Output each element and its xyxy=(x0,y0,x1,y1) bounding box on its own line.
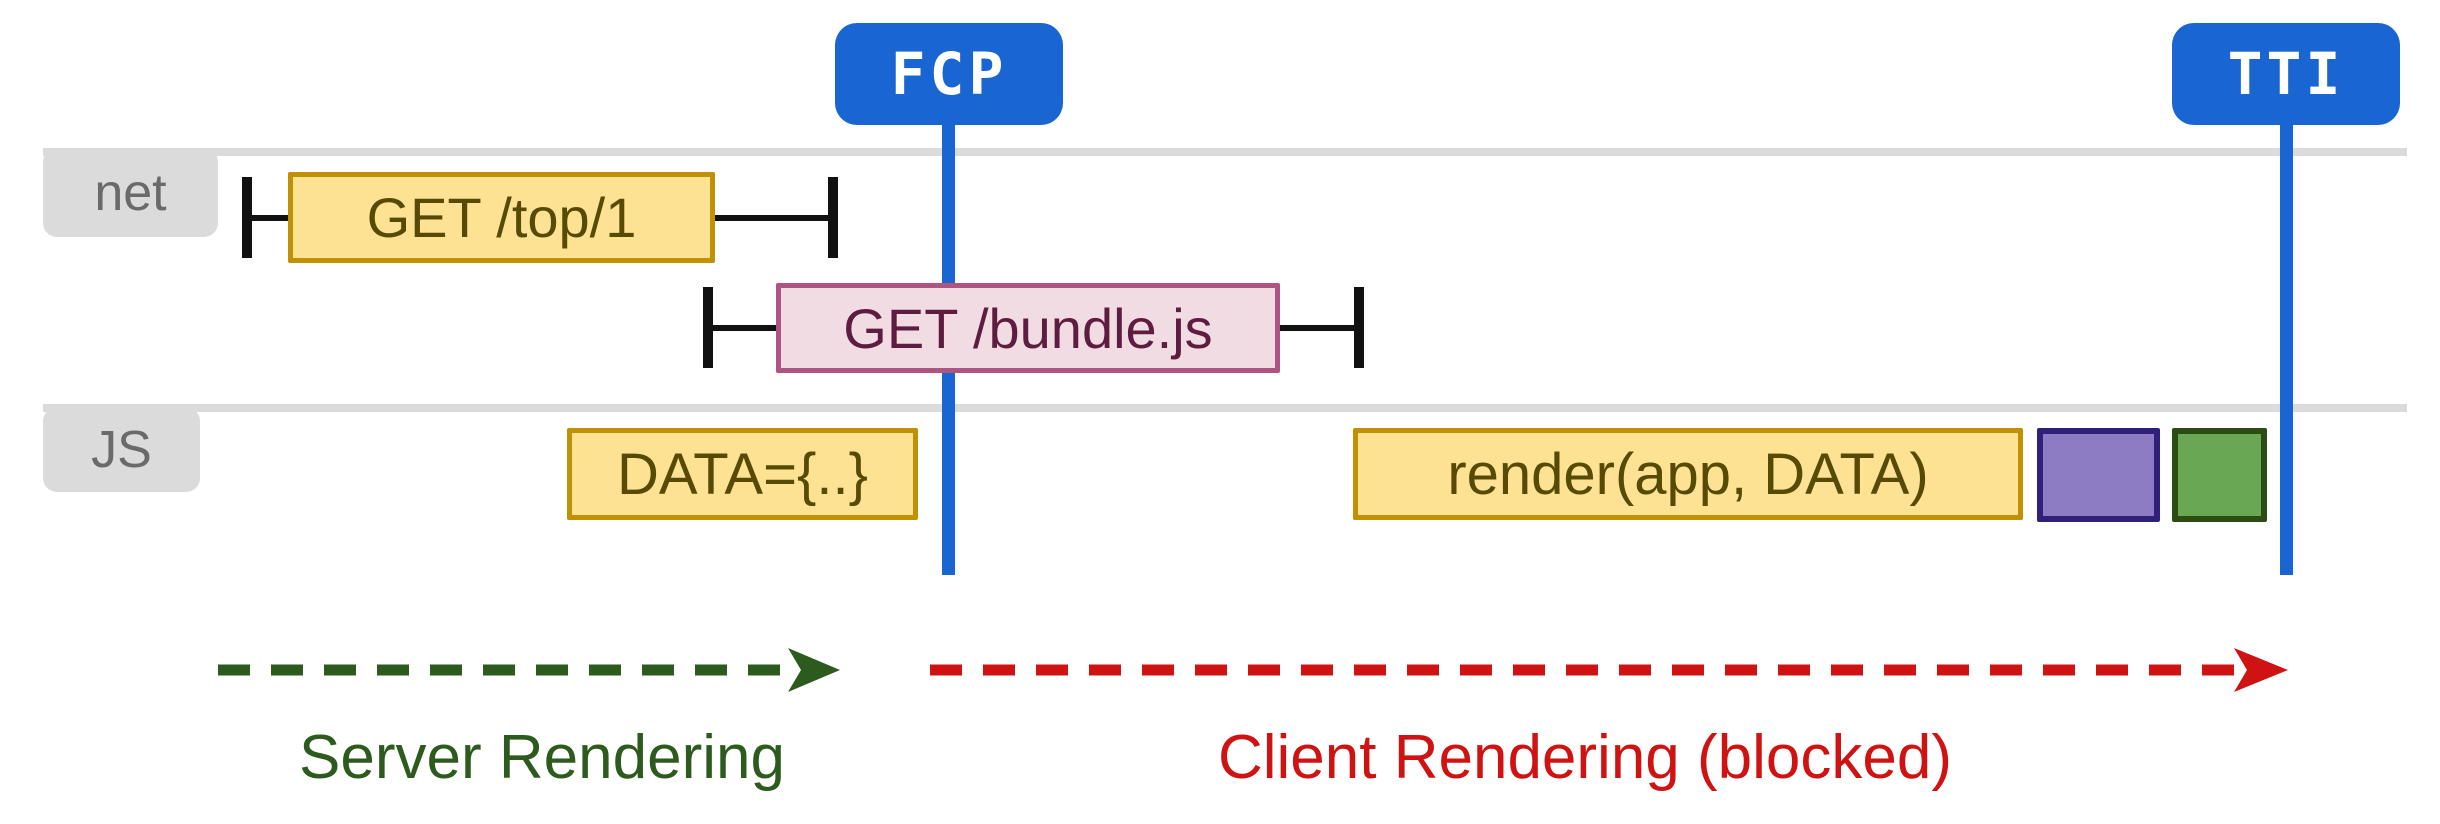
js-task-purple-box xyxy=(2037,428,2160,522)
network-request-top1-label: GET /top/1 xyxy=(366,186,637,249)
js-task-green-box xyxy=(2172,428,2267,522)
client-rendering-arrowhead-icon xyxy=(2234,648,2288,692)
network-request-bundle-label: GET /bundle.js xyxy=(843,296,1213,360)
tti-badge: TTI xyxy=(2172,23,2400,125)
bundle-request-start-whisker xyxy=(703,287,713,368)
js-task-data-label: DATA={..} xyxy=(617,441,868,507)
js-task-render-label: render(app, DATA) xyxy=(1447,441,1929,507)
top1-request-end-whisker xyxy=(828,177,838,258)
js-lane-rail xyxy=(43,404,2407,412)
top1-request-start-connector xyxy=(252,215,290,221)
net-lane-rail xyxy=(43,148,2407,156)
js-lane-text: JS xyxy=(91,420,152,479)
top1-request-start-whisker xyxy=(242,177,252,258)
lane-label-net: net xyxy=(43,148,218,237)
fcp-badge-label: FCP xyxy=(890,40,1008,108)
bundle-request-end-connector xyxy=(1280,325,1354,331)
js-task-data-box: DATA={..} xyxy=(567,428,918,520)
tti-badge-label: TTI xyxy=(2227,40,2345,108)
server-rendering-arrowhead-icon xyxy=(788,648,840,692)
bundle-request-end-whisker xyxy=(1354,287,1364,368)
network-request-top1-box: GET /top/1 xyxy=(288,172,715,263)
lane-label-js: JS xyxy=(43,407,200,492)
server-rendering-caption: Server Rendering xyxy=(299,723,785,792)
fcp-badge: FCP xyxy=(835,23,1063,125)
tti-milestone-line xyxy=(2280,125,2293,575)
bundle-request-start-connector xyxy=(713,325,776,331)
client-rendering-caption: Client Rendering (blocked) xyxy=(1217,723,1953,792)
js-task-render-box: render(app, DATA) xyxy=(1353,428,2023,520)
network-request-bundle-box: GET /bundle.js xyxy=(776,283,1280,373)
top1-request-end-connector xyxy=(715,215,828,221)
net-lane-text: net xyxy=(94,163,167,222)
